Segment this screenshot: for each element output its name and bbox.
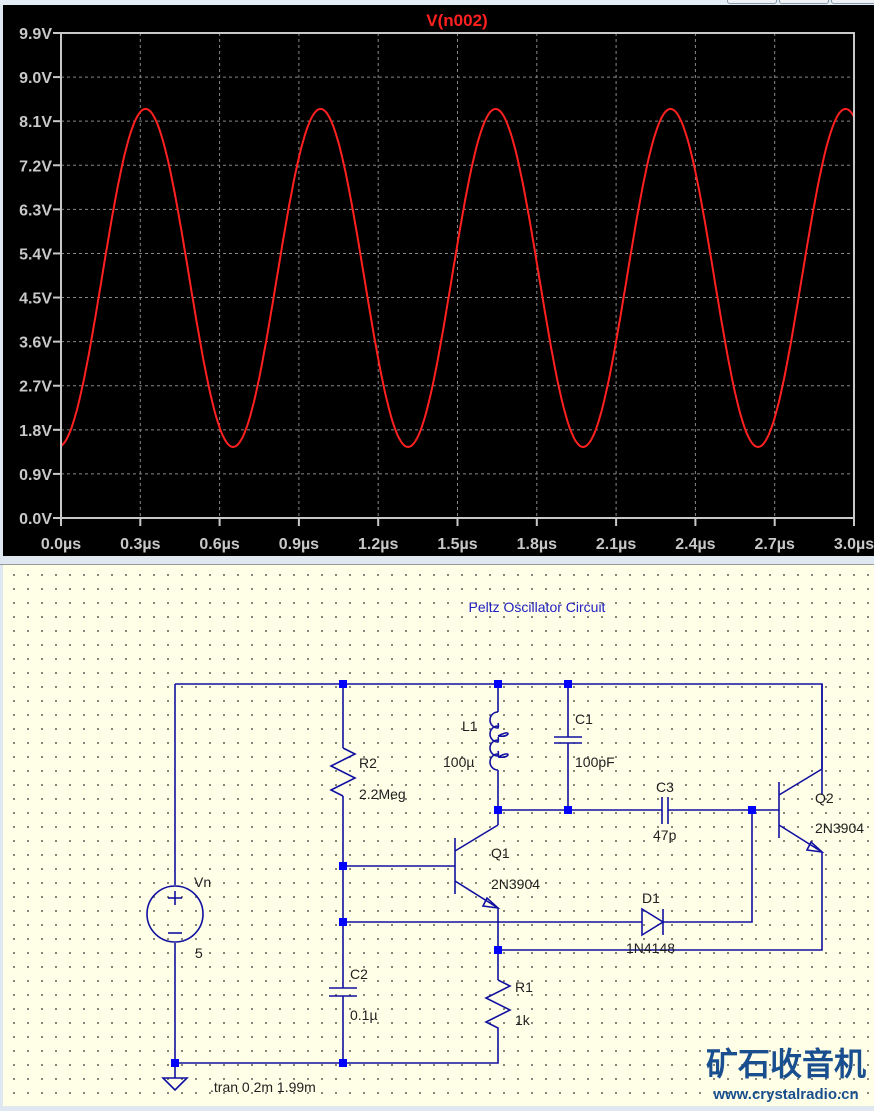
junctions (171, 680, 756, 1067)
close-button[interactable] (831, 0, 874, 4)
label-c1-value[interactable]: 100pF (575, 754, 615, 770)
y-tick-label: 6.3V (19, 202, 52, 219)
label-vn-value[interactable]: 5 (195, 945, 203, 961)
x-tick-label: 0.3µs (120, 536, 160, 553)
grid (61, 33, 854, 518)
y-tick-label: 3.6V (19, 335, 52, 352)
plot-frame (60, 32, 855, 519)
label-q2-value[interactable]: 2N3904 (815, 820, 864, 836)
y-tick-label: 7.2V (19, 158, 52, 175)
x-tick-label: 2.7µs (755, 536, 795, 553)
wire-d1-cathode (663, 810, 753, 923)
junction (494, 806, 502, 814)
x-tick-label: 1.2µs (358, 536, 398, 553)
wire-ground-rail (175, 1033, 499, 1064)
spice-directive[interactable]: .tran 0 2m 1.99m (210, 1079, 316, 1095)
inductor-l1 (489, 711, 500, 771)
x-tick-label: 0.0µs (41, 536, 81, 553)
label-c3-ref[interactable]: C3 (656, 779, 674, 795)
label-q2-ref[interactable]: Q2 (815, 790, 834, 806)
transistor-q1-collector (454, 824, 499, 852)
label-l1-value[interactable]: 100µ (443, 754, 474, 770)
junction (339, 680, 347, 688)
label-c2-value[interactable]: 0.1µ (350, 1007, 378, 1023)
label-r2-value[interactable]: 2.2Meg (359, 786, 406, 802)
label-q1-ref[interactable]: Q1 (491, 845, 510, 861)
junction (564, 806, 572, 814)
window-top-bar (0, 0, 874, 5)
transistor-q2-collector (778, 768, 823, 796)
label-r1-ref[interactable]: R1 (515, 979, 533, 995)
y-tick-label: 9.0V (19, 70, 52, 87)
label-c3-value[interactable]: 47p (653, 827, 677, 843)
junction (339, 862, 347, 870)
label-q1-value[interactable]: 2N3904 (491, 876, 540, 892)
transistor-q2-emitter (778, 824, 823, 853)
x-tick-label: 3.0µs (834, 536, 874, 553)
x-axis: 0.0µs 0.3µs 0.6µs 0.9µs 1.2µs 1.5µs 1.8µs 2.1µs… (41, 518, 874, 553)
schematic-editor[interactable]: Peltz Oscillator Circuit Vn 5 R2 2.2Meg … (3, 565, 874, 1106)
x-tick-label: 0.9µs (279, 536, 319, 553)
y-tick-label: 1.8V (19, 423, 52, 440)
transistor-q1-arrow (481, 896, 501, 910)
inductor-l1-loops (497, 732, 509, 759)
transistor-q2-arrow (805, 840, 825, 854)
trace-line (60, 107, 855, 449)
watermark-title: 矿石收音机 (706, 1046, 866, 1082)
y-tick-label: 8.1V (19, 114, 52, 131)
restore-button[interactable] (779, 0, 829, 4)
y-tick-label: 0.9V (19, 467, 52, 484)
wire-q2-emitter (498, 852, 823, 951)
junction (339, 1059, 347, 1067)
label-r2-ref[interactable]: R2 (359, 755, 377, 771)
label-r1-value[interactable]: 1k (515, 1012, 531, 1028)
resistor-r2 (329, 747, 357, 797)
junction (171, 1059, 179, 1067)
ground-icon (161, 1077, 189, 1092)
waveform-viewer[interactable]: V(n002) 9.9V 9.0V 8.1V 7.2V 6.3V 5.4V 4.5V 3.6V… (3, 5, 874, 556)
label-vn-ref[interactable]: Vn (194, 874, 211, 890)
junction (494, 946, 502, 954)
x-tick-label: 2.1µs (596, 536, 636, 553)
label-c1-ref[interactable]: C1 (575, 711, 593, 727)
transistor-q1-emitter (454, 880, 499, 909)
junction (494, 680, 502, 688)
label-l1-ref[interactable]: L1 (462, 718, 478, 734)
x-tick-label: 2.4µs (675, 536, 715, 553)
y-tick-label: 9.9V (19, 26, 52, 43)
label-d1-ref[interactable]: D1 (642, 890, 660, 906)
x-tick-label: 1.5µs (437, 536, 477, 553)
watermark-url: www.crystalradio.cn (712, 1086, 858, 1103)
junction (748, 806, 756, 814)
schematic-title[interactable]: Peltz Oscillator Circuit (469, 599, 606, 615)
junction (339, 918, 347, 926)
resistor-r1 (484, 979, 512, 1033)
label-d1-value[interactable]: 1N4148 (626, 940, 675, 956)
diode-d1 (641, 907, 665, 937)
pane-splitter[interactable] (0, 556, 874, 565)
waveform-plot[interactable]: V(n002) 9.9V 9.0V 8.1V 7.2V 6.3V 5.4V 4.5V 3.6V… (3, 5, 874, 556)
y-axis: 9.9V 9.0V 8.1V 7.2V 6.3V 5.4V 4.5V 3.6V 2.7V 1.8V… (19, 26, 61, 528)
minimize-button[interactable] (727, 0, 777, 4)
trace-label[interactable]: V(n002) (426, 11, 487, 30)
voltage-source-vn (146, 885, 204, 943)
y-tick-label: 0.0V (19, 511, 52, 528)
label-c2-ref[interactable]: C2 (350, 966, 368, 982)
x-tick-label: 1.8µs (517, 536, 557, 553)
y-tick-label: 2.7V (19, 379, 52, 396)
junction (564, 680, 572, 688)
schematic-canvas[interactable]: Peltz Oscillator Circuit Vn 5 R2 2.2Meg … (3, 565, 874, 1106)
x-tick-label: 0.6µs (199, 536, 239, 553)
y-tick-label: 5.4V (19, 246, 52, 263)
y-tick-label: 4.5V (19, 291, 52, 308)
